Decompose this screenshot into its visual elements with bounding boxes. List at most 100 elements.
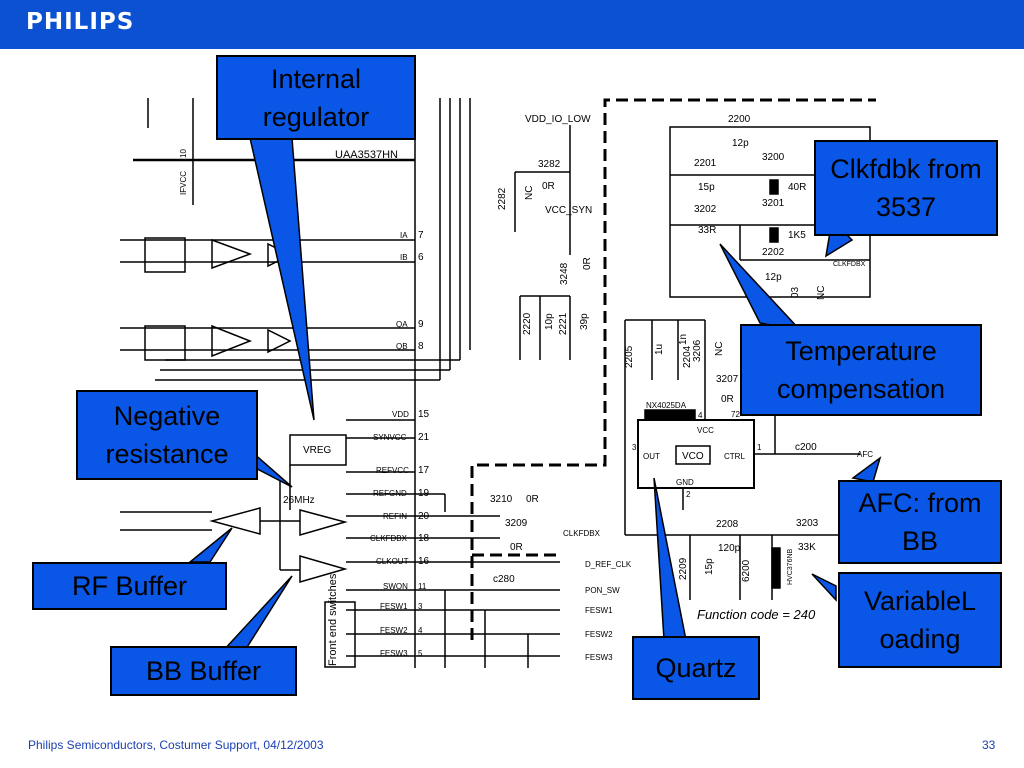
comp-label: 10p [544,313,555,330]
comp-label: 15p [704,558,715,575]
comp-label: 3210 [490,494,513,505]
pin-name: CLKOUT [376,557,409,566]
pin-name: FESW1 [380,602,408,611]
philips-logo: PHILIPS [26,9,135,35]
comp-label: 15p [698,182,715,193]
comp-label: 0R [526,494,539,505]
comp-label: 0R [542,181,555,192]
pin-num: 19 [418,488,430,499]
pin-num: 5 [418,649,423,658]
comp-label: 0R [582,257,593,270]
pin-name: CLKFDBX [370,534,408,543]
pin-num: 9 [418,319,424,330]
comp-label: 3282 [538,159,561,170]
tcxo-part: NX4025DA [646,401,687,410]
comp-label: 2208 [716,519,739,530]
ic-name: UAA3537HN [335,149,398,161]
callout-text: Quartz [655,653,737,683]
tcxo-vco: VCO [682,451,704,462]
vcc-syn-label: VCC_SYN [545,205,592,216]
comp-label: 3202 [694,204,717,215]
tcxo-pin: 1 [757,443,762,452]
comp-label: 1K5 [788,230,806,241]
out-label: AFC [857,450,873,459]
comp-label: 33R [698,225,716,236]
out-label: FESW3 [585,653,613,662]
tcxo-pin: 3 [632,443,637,452]
comp-label: NC [524,186,535,200]
comp-label: 2209 [678,557,689,580]
pin-num: 11 [418,582,427,591]
tcxo-vcc: VCC [697,426,714,435]
footer-text: Philips Semiconductors, Costumer Support… [28,738,324,752]
comp-label: 03 [790,286,801,298]
pin-name: REFGND [373,489,407,498]
callout-text: Clkfdbk from 3537 [830,154,982,222]
comp-label: 33K [798,542,816,553]
comp-label: 3200 [762,152,785,163]
front-end-label: Front end switches [327,573,339,666]
tcxo-ctrl: CTRL [724,452,745,461]
comp-label: NC [816,286,827,300]
comp-label: 2282 [497,187,508,210]
pin-name: SWON [383,582,408,591]
out-label: PON_SW [585,586,620,595]
pin-num: 3 [418,602,423,611]
pin-num: 6 [418,252,424,263]
comp-label: 40R [788,182,806,193]
callout-text: Negative resistance [105,401,229,469]
out-label: FESW2 [585,630,613,639]
pin-name: QA [396,320,408,329]
comp-label: 2205 [624,345,635,368]
tcxo-pin: 4 [698,411,703,420]
out-label: FESW1 [585,606,613,615]
comp-label: 3207 [716,374,739,385]
callout-text: Internal regulator [262,63,370,132]
pin-num: 4 [418,626,423,635]
ic-supply-pin: 10 [179,149,188,158]
comp-label: 3201 [762,198,785,209]
pin-num: 17 [418,465,430,476]
comp-label: c200 [795,442,817,453]
tcxo-gnd: GND [676,478,694,487]
comp-label: 12p [765,272,782,283]
callout-quartz: Quartz [632,636,760,700]
comp-label: 2204 [682,345,693,368]
comp-label: 3206 [692,339,703,362]
callout-text: AFC: from BB [858,488,982,556]
tcxo-out: OUT [643,452,660,461]
tcxo-pin: 2 [686,490,691,499]
pin-name: IA [400,231,408,240]
pin-num: 20 [418,511,430,522]
pin-name: IB [400,253,408,262]
pin-name: QB [396,342,408,351]
comp-label: 12p [732,138,749,149]
out-label: D_REF_CLK [585,560,632,569]
function-code: Function code = 240 [697,607,816,622]
pin-num: 8 [418,341,424,352]
pin-num: 7 [418,230,424,241]
comp-label: 120p [718,543,741,554]
vreg-label: VREG [303,445,332,456]
callout-variable-loading: VariableL oading [838,572,1002,668]
comp-label: 1u [654,344,665,355]
comp-label: 3248 [559,262,570,285]
callout-rf-buffer: RF Buffer [32,562,227,610]
comp-label: 2202 [762,247,785,258]
comp-label: 3203 [796,518,819,529]
pin-num: 16 [418,556,430,567]
callout-bb-buffer: BB Buffer [110,646,297,696]
ic-supply: IFVCC [179,171,188,195]
callout-clkfdbk: Clkfdbk from 3537 [814,140,998,236]
header-bar: PHILIPS [0,0,1024,49]
callout-internal-regulator: Internal regulator [216,55,416,140]
freq-label: 26MHz [283,495,315,506]
callout-text: VariableL oading [863,586,977,654]
comp-label: 2221 [558,312,569,335]
comp-label: 2200 [728,114,751,125]
comp-label: 0R [721,394,734,405]
pin-name: SYNVCC [373,433,407,442]
callout-negative-resistance: Negative resistance [76,390,258,480]
pin-name: REFIN [383,512,407,521]
